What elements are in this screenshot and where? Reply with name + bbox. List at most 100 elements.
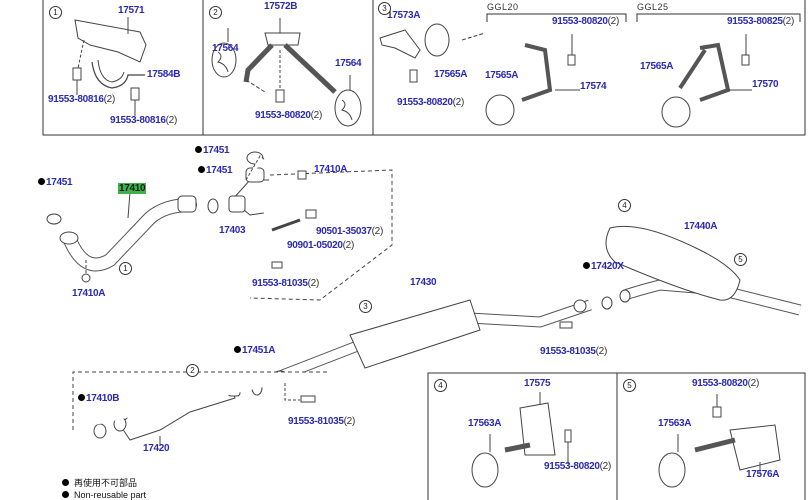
part-number: 17564 bbox=[212, 43, 239, 54]
part-label-17575[interactable]: 17575 bbox=[524, 378, 551, 389]
part-label-91553-80820[interactable]: 91553-80820(2) bbox=[544, 461, 611, 472]
part-label-91553-80820[interactable]: 91553-80820(2) bbox=[552, 16, 619, 27]
non-reusable-dot-icon bbox=[38, 178, 45, 185]
part-number: 91553-80820 bbox=[255, 110, 311, 121]
part-label-17420[interactable]: 17420 bbox=[143, 443, 170, 454]
part-number: 17565A bbox=[640, 61, 674, 72]
part-label-17564[interactable]: 17564 bbox=[212, 43, 239, 54]
part-label-17410a[interactable]: 17410A bbox=[72, 288, 106, 299]
callout-4: 4 bbox=[618, 199, 631, 212]
part-label-17574[interactable]: 17574 bbox=[580, 81, 607, 92]
part-label-17430[interactable]: 17430 bbox=[410, 277, 437, 288]
part-label-91553-80820[interactable]: 91553-80820(2) bbox=[692, 378, 759, 389]
part-label-17576a[interactable]: 17576A bbox=[746, 469, 780, 480]
part-number: 17410A bbox=[72, 288, 106, 299]
part-label-91553-80820[interactable]: 91553-80820(2) bbox=[255, 110, 322, 121]
part-number: 17410A bbox=[314, 164, 348, 175]
non-reusable-dot-icon bbox=[234, 346, 241, 353]
part-label-17410a[interactable]: 17410A bbox=[314, 164, 348, 175]
exhaust-manifold-converter-17403 bbox=[228, 155, 393, 301]
part-label-17563a[interactable]: 17563A bbox=[658, 418, 692, 429]
part-number: 91553-81035 bbox=[252, 278, 308, 289]
part-quantity: (2) bbox=[599, 461, 612, 472]
part-number: 17572B bbox=[264, 1, 298, 12]
part-quantity: (2) bbox=[343, 416, 356, 427]
part-quantity: (2) bbox=[342, 240, 355, 251]
part-label-17570[interactable]: 17570 bbox=[752, 79, 779, 90]
part-label-17565a[interactable]: 17565A bbox=[434, 69, 468, 80]
hanger-detail-4 bbox=[471, 392, 572, 488]
part-label-17563a[interactable]: 17563A bbox=[468, 418, 502, 429]
part-number: 17575 bbox=[524, 378, 551, 389]
part-quantity: (2) bbox=[595, 346, 608, 357]
part-label-17410[interactable]: 17410 bbox=[118, 183, 147, 194]
hangers-17564 bbox=[211, 18, 362, 127]
part-label-17403[interactable]: 17403 bbox=[219, 225, 246, 236]
part-number: 91553-80816 bbox=[110, 115, 166, 126]
non-reusable-dot-icon bbox=[78, 394, 85, 401]
part-number: 17563A bbox=[468, 418, 502, 429]
part-quantity: (2) bbox=[747, 378, 760, 389]
part-label-17410b[interactable]: 17410B bbox=[78, 393, 120, 404]
part-number: 17573A bbox=[387, 10, 421, 21]
callout-4: 4 bbox=[434, 379, 447, 392]
part-quantity: (2) bbox=[310, 110, 323, 121]
legend-en: Non-reusable part bbox=[62, 490, 146, 500]
part-number: 17451 bbox=[206, 165, 233, 176]
part-label-17565a[interactable]: 17565A bbox=[485, 70, 519, 81]
hanger-detail-5 bbox=[658, 394, 781, 488]
part-quantity: (2) bbox=[452, 97, 465, 108]
part-label-17565a[interactable]: 17565A bbox=[640, 61, 674, 72]
part-number: 17570 bbox=[752, 79, 779, 90]
part-label-17573a[interactable]: 17573A bbox=[387, 10, 421, 21]
part-label-90901-05020[interactable]: 90901-05020(2) bbox=[287, 240, 354, 251]
part-label-91553-80825[interactable]: 91553-80825(2) bbox=[727, 16, 794, 27]
callout-2: 2 bbox=[209, 6, 222, 19]
part-label-17564[interactable]: 17564 bbox=[335, 58, 362, 69]
part-label-91553-81035[interactable]: 91553-81035(2) bbox=[252, 278, 319, 289]
part-number: 17565A bbox=[485, 70, 519, 81]
part-label-90501-35037[interactable]: 90501-35037(2) bbox=[316, 226, 383, 237]
part-number: 17440A bbox=[684, 221, 718, 232]
callout-1: 1 bbox=[49, 6, 62, 19]
part-label-17572b[interactable]: 17572B bbox=[264, 1, 298, 12]
non-reusable-dot-icon bbox=[62, 479, 69, 486]
legend-en-text: Non-reusable part bbox=[74, 490, 147, 500]
part-number: 91553-80825 bbox=[727, 16, 783, 27]
callout-5: 5 bbox=[734, 253, 747, 266]
callout-3: 3 bbox=[359, 300, 372, 313]
part-label-17584b[interactable]: 17584B bbox=[147, 69, 181, 80]
non-reusable-dot-icon bbox=[62, 491, 69, 498]
part-label-17420x[interactable]: 17420X bbox=[583, 261, 624, 272]
part-quantity: (2) bbox=[103, 94, 116, 105]
part-label-17571[interactable]: 17571 bbox=[118, 5, 145, 16]
part-label-17451[interactable]: 17451 bbox=[195, 145, 230, 156]
part-label-91553-81035[interactable]: 91553-81035(2) bbox=[288, 416, 355, 427]
part-number: 91553-81035 bbox=[288, 416, 344, 427]
part-label-17440a[interactable]: 17440A bbox=[684, 221, 718, 232]
part-quantity: (2) bbox=[607, 16, 620, 27]
heat-insulator-17571 bbox=[72, 17, 147, 116]
part-number: 17403 bbox=[219, 225, 246, 236]
part-number: 17565A bbox=[434, 69, 468, 80]
part-label-91553-80816[interactable]: 91553-80816(2) bbox=[48, 94, 115, 105]
legend-jp-text: 再使用不可部品 bbox=[74, 478, 138, 488]
part-number: 17420X bbox=[591, 261, 624, 272]
part-label-17451a[interactable]: 17451A bbox=[234, 345, 276, 356]
part-number: 17584B bbox=[147, 69, 181, 80]
part-number: 91553-80820 bbox=[544, 461, 600, 472]
part-label-91553-80816[interactable]: 91553-80816(2) bbox=[110, 115, 177, 126]
part-label-17451[interactable]: 17451 bbox=[38, 177, 73, 188]
part-number: 17563A bbox=[658, 418, 692, 429]
part-number: 17420 bbox=[143, 443, 170, 454]
group-label-ggl25: GGL25 bbox=[637, 2, 669, 12]
callout-1: 1 bbox=[119, 262, 132, 275]
part-label-17451[interactable]: 17451 bbox=[198, 165, 233, 176]
part-label-91553-81035[interactable]: 91553-81035(2) bbox=[540, 346, 607, 357]
part-number: 91553-80816 bbox=[48, 94, 104, 105]
callout-3: 3 bbox=[378, 2, 391, 15]
part-number: 91553-80820 bbox=[692, 378, 748, 389]
part-number: 90901-05020 bbox=[287, 240, 343, 251]
part-label-91553-80820[interactable]: 91553-80820(2) bbox=[397, 97, 464, 108]
